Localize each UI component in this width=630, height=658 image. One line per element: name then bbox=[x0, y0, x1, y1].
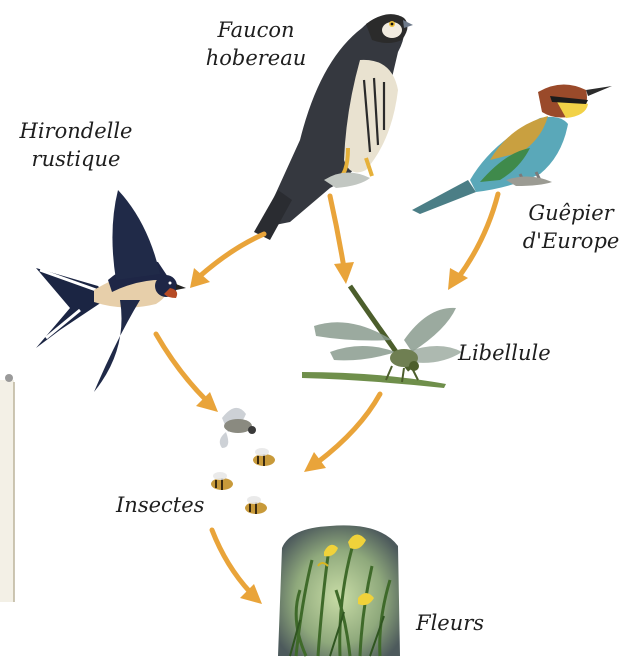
bee-eater-label: Guêpier d'Europe bbox=[512, 199, 630, 255]
bee-eater-label-line1: Guêpier bbox=[512, 199, 630, 227]
swallow-label: Hirondelle rustique bbox=[6, 117, 146, 173]
swallow-illustration bbox=[36, 190, 186, 392]
arrow-dragonfly-to-insects bbox=[304, 394, 380, 472]
bee-insect-3 bbox=[245, 496, 267, 514]
arrow-swallow-to-insects bbox=[156, 334, 218, 412]
bee-eater-label-line2: d'Europe bbox=[512, 227, 630, 255]
falcon-label-line2: hobereau bbox=[196, 44, 316, 72]
swallow-label-line2: rustique bbox=[6, 145, 146, 173]
bee-insect-2 bbox=[211, 472, 233, 490]
dragonfly-label: Libellule bbox=[458, 339, 551, 367]
paper-edge bbox=[0, 374, 14, 602]
arrow-falcon-to-dragonfly bbox=[330, 196, 354, 284]
arrow-insects-to-flowers bbox=[212, 530, 262, 604]
flowers-illustration bbox=[278, 525, 400, 656]
insects-illustration bbox=[211, 408, 275, 514]
falcon-label: Faucon hobereau bbox=[196, 16, 316, 72]
insects-label: Insectes bbox=[116, 491, 204, 519]
arrow-bee-eater-to-dragonfly bbox=[448, 194, 498, 290]
bee-insect-1 bbox=[253, 448, 275, 466]
arrow-falcon-to-swallow bbox=[190, 234, 264, 288]
swallow-label-line1: Hirondelle bbox=[6, 117, 146, 145]
bee-eater-illustration bbox=[412, 84, 612, 214]
falcon-label-line1: Faucon bbox=[196, 16, 316, 44]
flowers-label: Fleurs bbox=[416, 609, 484, 637]
dragonfly-illustration bbox=[302, 286, 462, 388]
fly-insect bbox=[220, 408, 256, 448]
